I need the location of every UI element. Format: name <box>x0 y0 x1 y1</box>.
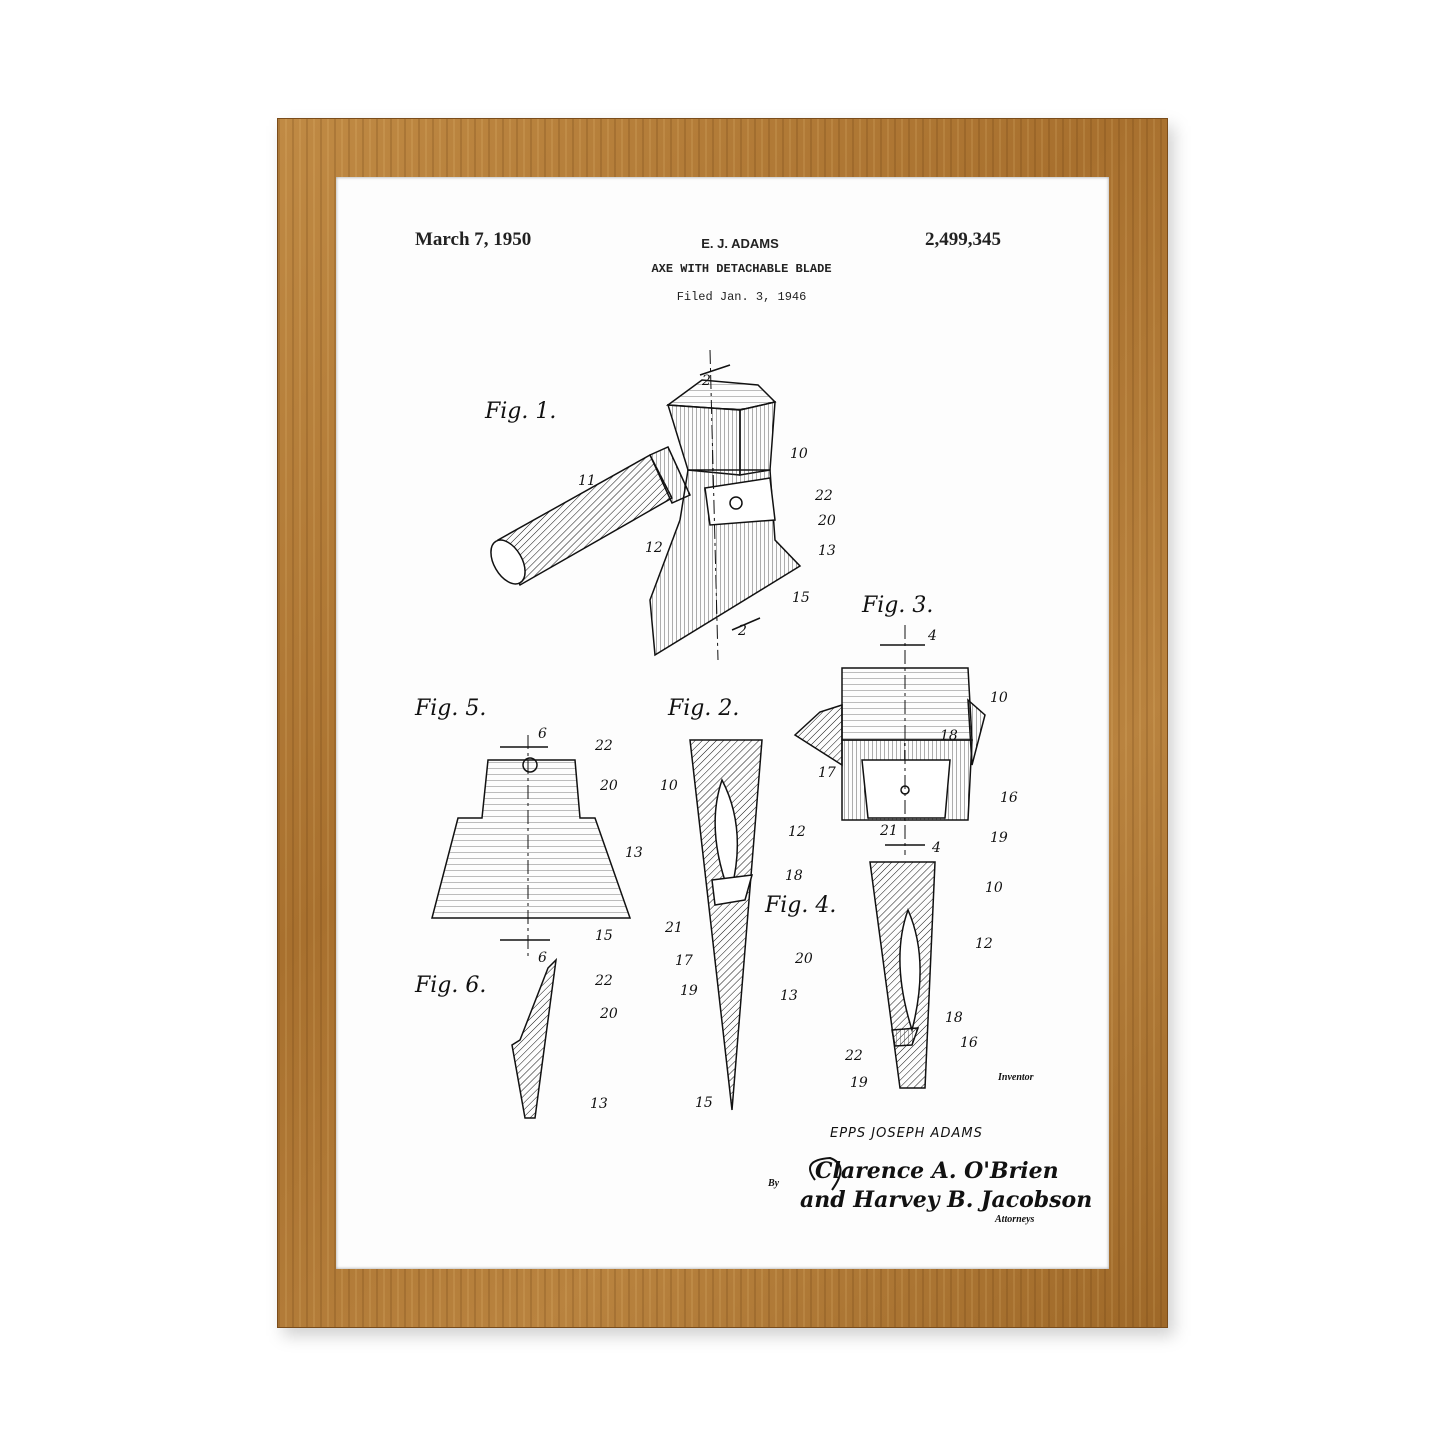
svg-text:21: 21 <box>664 920 683 936</box>
svg-text:12: 12 <box>975 936 993 952</box>
fig1-label: Fig. 1. <box>484 399 556 424</box>
attorney-signature-1: Clarence A. O'Brien <box>815 1158 1059 1184</box>
fig4-numerals: 10 12 18 16 22 19 <box>844 880 1003 1091</box>
fig5-numerals: 6 22 20 13 15 6 <box>538 726 643 966</box>
svg-text:15: 15 <box>792 590 810 606</box>
svg-text:22: 22 <box>594 973 613 989</box>
attorney-signature-2: and Harvey B. Jacobson <box>800 1187 1092 1213</box>
fig3-drawing <box>793 625 986 855</box>
inventor-label: Inventor <box>997 1072 1034 1083</box>
svg-text:17: 17 <box>818 765 836 781</box>
patent-number: 2,499,345 <box>925 229 1001 250</box>
svg-text:6: 6 <box>538 950 547 966</box>
svg-text:10: 10 <box>990 690 1008 706</box>
svg-text:22: 22 <box>844 1048 863 1064</box>
svg-text:20: 20 <box>599 778 618 794</box>
svg-text:16: 16 <box>960 1035 978 1051</box>
fig2-drawing <box>689 739 763 1111</box>
svg-text:19: 19 <box>850 1075 868 1091</box>
svg-text:4: 4 <box>927 628 937 644</box>
inventor-header: E. J. ADAMS <box>701 236 779 251</box>
fig1-numerals: 2 10 22 20 13 15 11 12 2 <box>578 373 836 639</box>
svg-text:10: 10 <box>790 446 808 462</box>
svg-text:2: 2 <box>737 623 747 639</box>
svg-text:12: 12 <box>645 540 663 556</box>
attorneys-label: Attorneys <box>994 1214 1035 1225</box>
svg-text:13: 13 <box>590 1096 608 1112</box>
svg-text:4: 4 <box>931 840 941 856</box>
svg-text:20: 20 <box>599 1006 618 1022</box>
svg-text:18: 18 <box>945 1010 963 1026</box>
fig2-label: Fig. 2. <box>667 696 739 721</box>
patent-date: March 7, 1950 <box>415 229 532 250</box>
svg-text:10: 10 <box>660 778 678 794</box>
patent-title: AXE WITH DETACHABLE BLADE <box>651 262 832 276</box>
fig4-label: Fig. 4. <box>764 893 836 918</box>
fig5-drawing <box>431 735 632 960</box>
svg-text:17: 17 <box>675 953 693 969</box>
svg-text:15: 15 <box>595 928 613 944</box>
svg-text:15: 15 <box>695 1095 713 1111</box>
svg-text:16: 16 <box>1000 790 1018 806</box>
fig5-label: Fig. 5. <box>414 696 486 721</box>
svg-text:20: 20 <box>794 951 813 967</box>
svg-text:21: 21 <box>879 823 898 839</box>
svg-text:12: 12 <box>788 824 806 840</box>
fig3-label: Fig. 3. <box>861 593 933 618</box>
by-label: By <box>767 1178 780 1189</box>
fig2-numerals: 10 12 18 21 17 20 19 13 15 <box>660 778 813 1111</box>
fig4-drawing <box>869 861 936 1089</box>
svg-text:19: 19 <box>990 830 1008 846</box>
fig3-numerals: 4 10 18 17 16 21 19 4 <box>818 628 1018 856</box>
fig6-numerals: 22 20 13 <box>590 973 618 1112</box>
svg-text:10: 10 <box>985 880 1003 896</box>
svg-text:13: 13 <box>780 988 798 1004</box>
fig6-drawing <box>511 957 558 1119</box>
fig6-label: Fig. 6. <box>414 973 486 998</box>
filed-date: Filed Jan. 3, 1946 <box>676 290 807 304</box>
svg-text:6: 6 <box>538 726 547 742</box>
svg-text:2: 2 <box>701 373 711 389</box>
svg-text:22: 22 <box>594 738 613 754</box>
svg-text:13: 13 <box>625 845 643 861</box>
svg-text:18: 18 <box>940 728 958 744</box>
svg-text:13: 13 <box>818 543 836 559</box>
svg-text:20: 20 <box>817 513 836 529</box>
svg-text:11: 11 <box>578 473 596 489</box>
svg-text:22: 22 <box>814 488 833 504</box>
inventor-name: EPPS JOSEPH ADAMS <box>830 1126 983 1141</box>
svg-text:18: 18 <box>785 868 803 884</box>
svg-text:19: 19 <box>680 983 698 999</box>
fig1-axe-drawing <box>490 349 802 661</box>
